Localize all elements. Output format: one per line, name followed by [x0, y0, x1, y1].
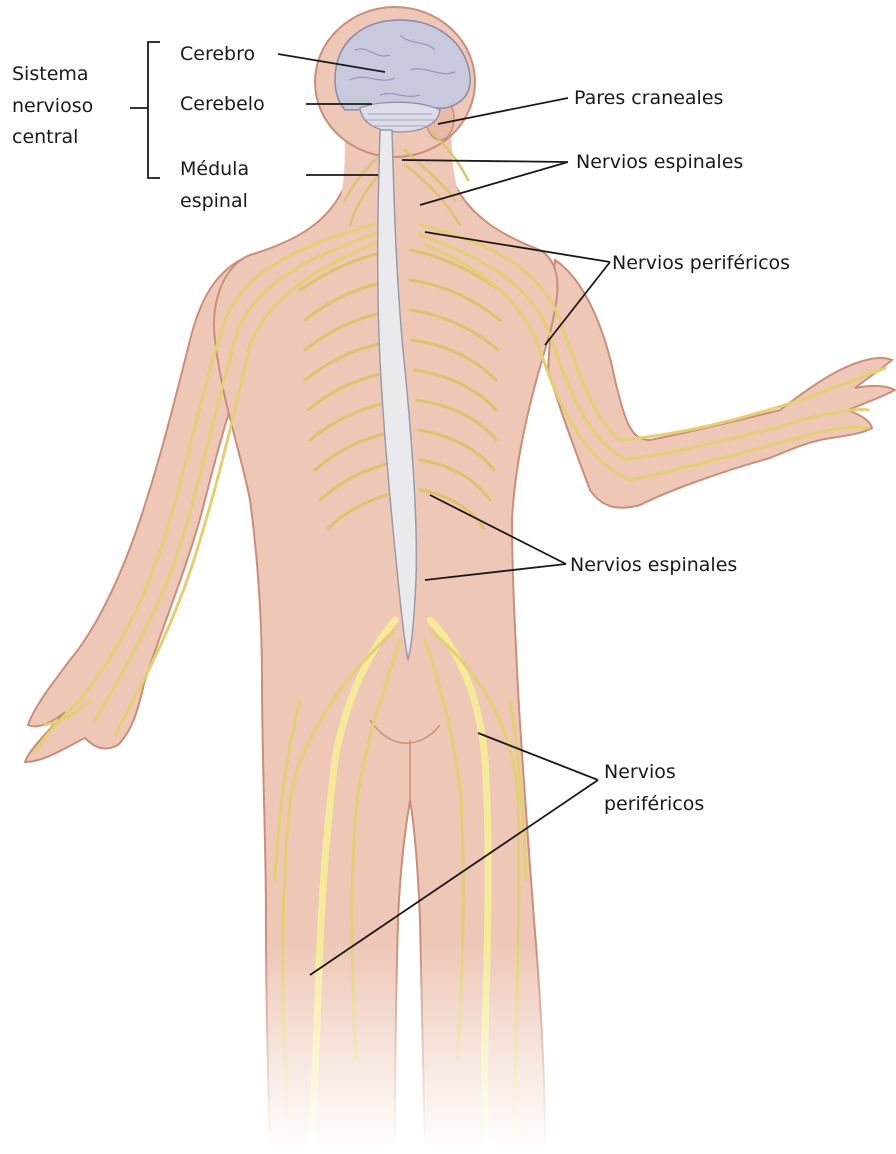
cns-label-line1: Sistema [12, 63, 89, 85]
pares-craneales-label: Pares craneales [574, 87, 723, 109]
medula-label-line2: espinal [180, 190, 248, 212]
nervios-espinales-mid-label: Nervios espinales [570, 554, 737, 576]
cns-label-line2: nervioso [12, 95, 93, 117]
medula-label-line1: Médula [180, 158, 249, 180]
nervios-espinales-top-label: Nervios espinales [576, 151, 743, 173]
nervios-perifericos-bottom-label-line1: Nervios [604, 761, 676, 783]
cerebro-label: Cerebro [180, 43, 255, 65]
nervios-perifericos-bottom-label-line2: periféricos [604, 793, 704, 815]
cns-label-line3: central [12, 126, 78, 148]
nervios-perifericos-top-label: Nervios periféricos [612, 252, 790, 274]
cerebelo-label: Cerebelo [180, 93, 265, 115]
